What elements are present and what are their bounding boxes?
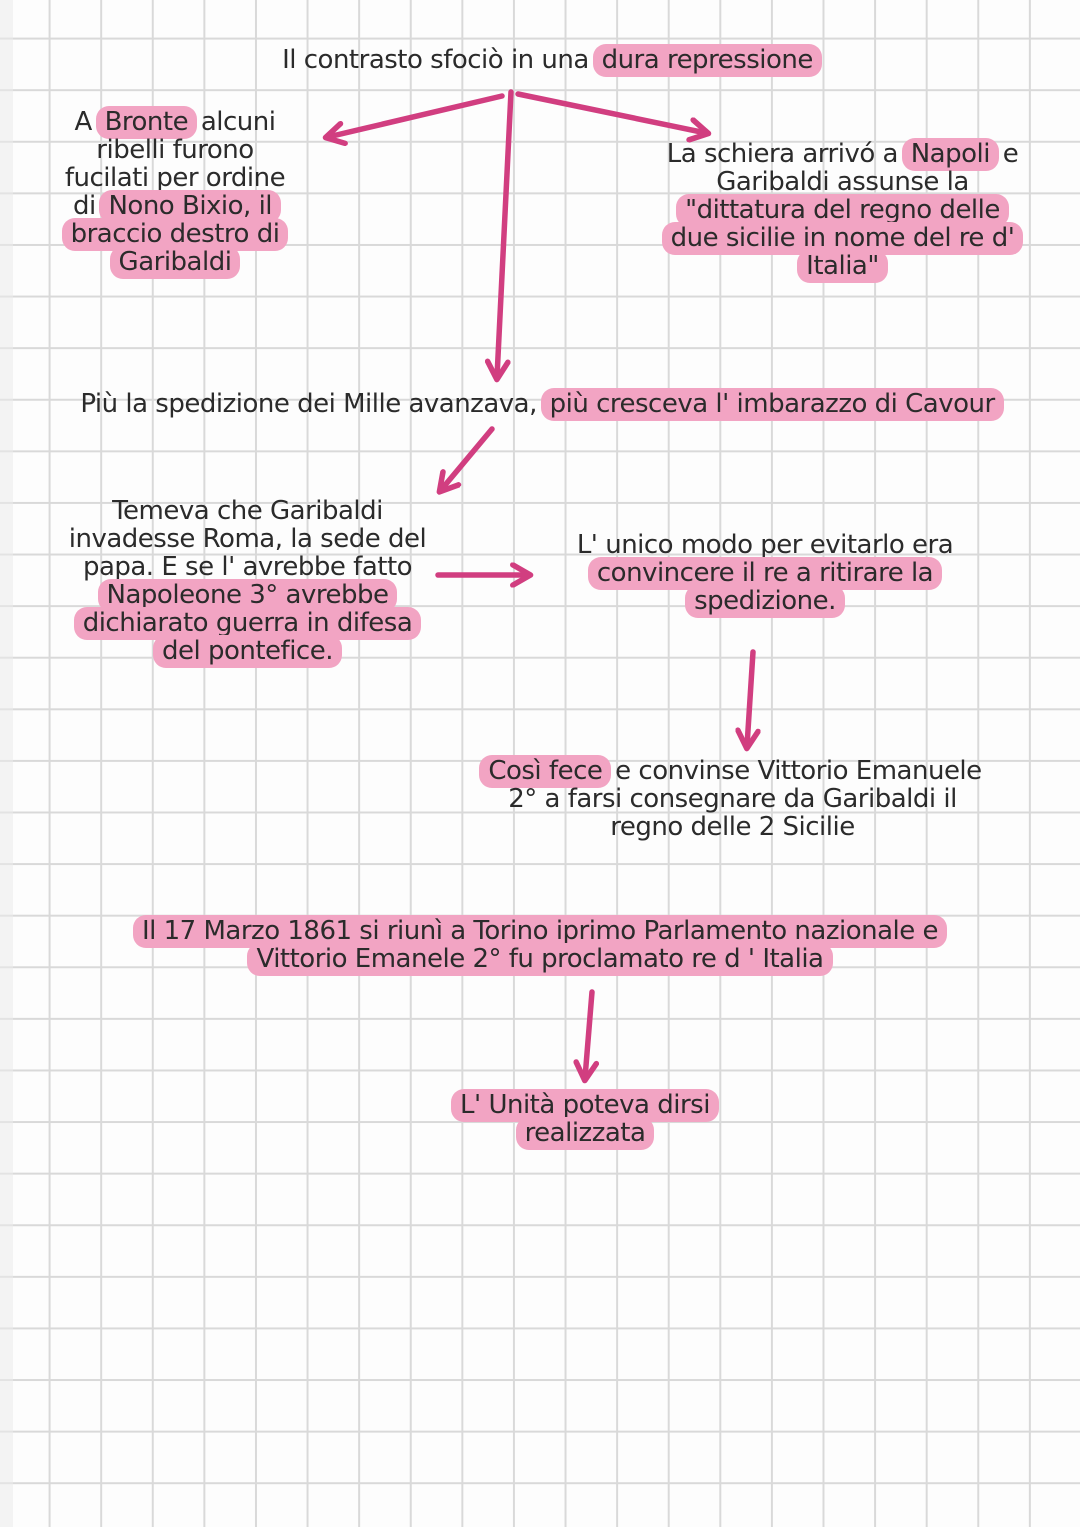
text-line: di Nono Bixio, il	[30, 190, 320, 223]
text-line: Il 17 Marzo 1861 si riunì a Torino iprim…	[55, 915, 1025, 948]
plain-text: Più la spedizione dei Mille avanzava,	[80, 389, 545, 419]
highlighted-text: L' Unità poteva dirsi	[451, 1089, 719, 1122]
text-line: Temeva che Garibaldi	[35, 497, 460, 525]
text-line: "dittatura del regno delle	[635, 194, 1050, 227]
highlighted-text: convincere il re a ritirare la	[587, 557, 943, 590]
connector-arrow-title-to-napoli	[515, 91, 706, 133]
text-line: Italia"	[635, 250, 1050, 283]
text-line: La schiera arrivó a Napoli e	[635, 138, 1050, 171]
text-line: del pontefice.	[35, 635, 460, 668]
highlighted-text: Napoli	[901, 138, 999, 171]
text-line: L' unico modo per evitarlo era	[535, 531, 995, 559]
text-line: braccio destro di	[30, 218, 320, 251]
plain-text: ribelli furono	[96, 135, 254, 165]
text-line: Più la spedizione dei Mille avanzava, pi…	[25, 388, 1055, 421]
text-line: papa. E se l' avrebbe fatto	[35, 553, 460, 581]
text-line: Vittorio Emanele 2° fu proclamato re d '…	[55, 943, 1025, 976]
connector-arrow-parlamento-to-unita	[585, 989, 592, 1078]
plain-text: e convinse Vittorio Emanuele	[607, 756, 982, 786]
text-line: convincere il re a ritirare la	[535, 557, 995, 590]
text-line: Il contrasto sfociò in una dura repressi…	[110, 44, 990, 77]
text-line: 2° a farsi consegnare da Garibaldi il	[445, 785, 1020, 813]
text-line: fucilati per ordine	[30, 164, 320, 192]
plain-text: regno delle 2 Sicilie	[610, 812, 855, 842]
highlighted-text: Vittorio Emanele 2° fu proclamato re d '…	[247, 943, 833, 976]
node-imbarazzo-cavour: Più la spedizione dei Mille avanzava, pi…	[25, 388, 1055, 421]
highlighted-text: dichiarato guerra in difesa	[73, 607, 422, 640]
plain-text: di	[72, 191, 104, 221]
highlighted-text: Garibaldi	[109, 246, 241, 279]
plain-text: Il contrasto sfociò in una	[282, 45, 597, 75]
highlighted-text: del pontefice.	[152, 635, 342, 668]
highlighted-text: Napoleone 3° avrebbe	[97, 579, 398, 612]
highlighted-text: spedizione.	[685, 585, 845, 618]
plain-text: Garibaldi assunse la	[716, 167, 969, 197]
text-line: dichiarato guerra in difesa	[35, 607, 460, 640]
page-left-margin	[0, 0, 13, 1527]
highlighted-text: due sicilie in nome del re d'	[661, 222, 1024, 255]
text-line: L' Unità poteva dirsi	[395, 1089, 775, 1122]
plain-text: Temeva che Garibaldi	[112, 496, 383, 526]
plain-text: 2° a farsi consegnare da Garibaldi il	[508, 784, 957, 814]
text-line: due sicilie in nome del re d'	[635, 222, 1050, 255]
plain-text: L' unico modo per evitarlo era	[576, 530, 954, 560]
text-line: spedizione.	[535, 585, 995, 618]
text-line: Napoleone 3° avrebbe	[35, 579, 460, 612]
highlighted-text: dura repressione	[592, 44, 822, 77]
node-parlamento-1861: Il 17 Marzo 1861 si riunì a Torino iprim…	[55, 915, 1025, 976]
plain-text: e	[994, 139, 1019, 169]
highlighted-text: Italia"	[797, 250, 888, 283]
text-line: regno delle 2 Sicilie	[445, 813, 1020, 841]
text-line: ribelli furono	[30, 136, 320, 164]
plain-text: invadesse Roma, la sede del	[68, 524, 427, 554]
connector-arrow-cavour-to-temeva	[441, 426, 495, 490]
highlighted-text: Il 17 Marzo 1861 si riunì a Torino iprim…	[132, 915, 947, 948]
text-line: realizzata	[395, 1117, 775, 1150]
plain-text: papa. E se l' avrebbe fatto	[82, 552, 413, 582]
highlighted-text: "dittatura del regno delle	[676, 194, 1009, 227]
highlighted-text: braccio destro di	[61, 218, 289, 251]
plain-text: alcuni	[193, 107, 276, 137]
text-line: Garibaldi	[30, 246, 320, 279]
connector-arrow-title-to-bronte	[328, 93, 505, 137]
connector-arrow-title-to-cavour	[497, 89, 514, 377]
highlighted-text: realizzata	[515, 1117, 655, 1150]
text-line: Così fece e convinse Vittorio Emanuele	[445, 755, 1020, 788]
highlighted-text: Nono Bixio, il	[99, 190, 282, 223]
text-line: A Bronte alcuni	[30, 106, 320, 139]
text-line: invadesse Roma, la sede del	[35, 525, 460, 553]
node-dura-repressione: Il contrasto sfociò in una dura repressi…	[110, 44, 990, 77]
highlighted-text: Così fece	[479, 755, 612, 788]
highlighted-text: Bronte	[95, 106, 198, 139]
plain-text: La schiera arrivó a	[666, 139, 906, 169]
text-line: Garibaldi assunse la	[635, 168, 1050, 196]
plain-text: fucilati per ordine	[64, 163, 286, 193]
plain-text: A	[74, 107, 100, 137]
connector-arrow-spedizione-to-cosi	[747, 649, 753, 746]
highlighted-text: più cresceva l' imbarazzo di Cavour	[540, 388, 1004, 421]
